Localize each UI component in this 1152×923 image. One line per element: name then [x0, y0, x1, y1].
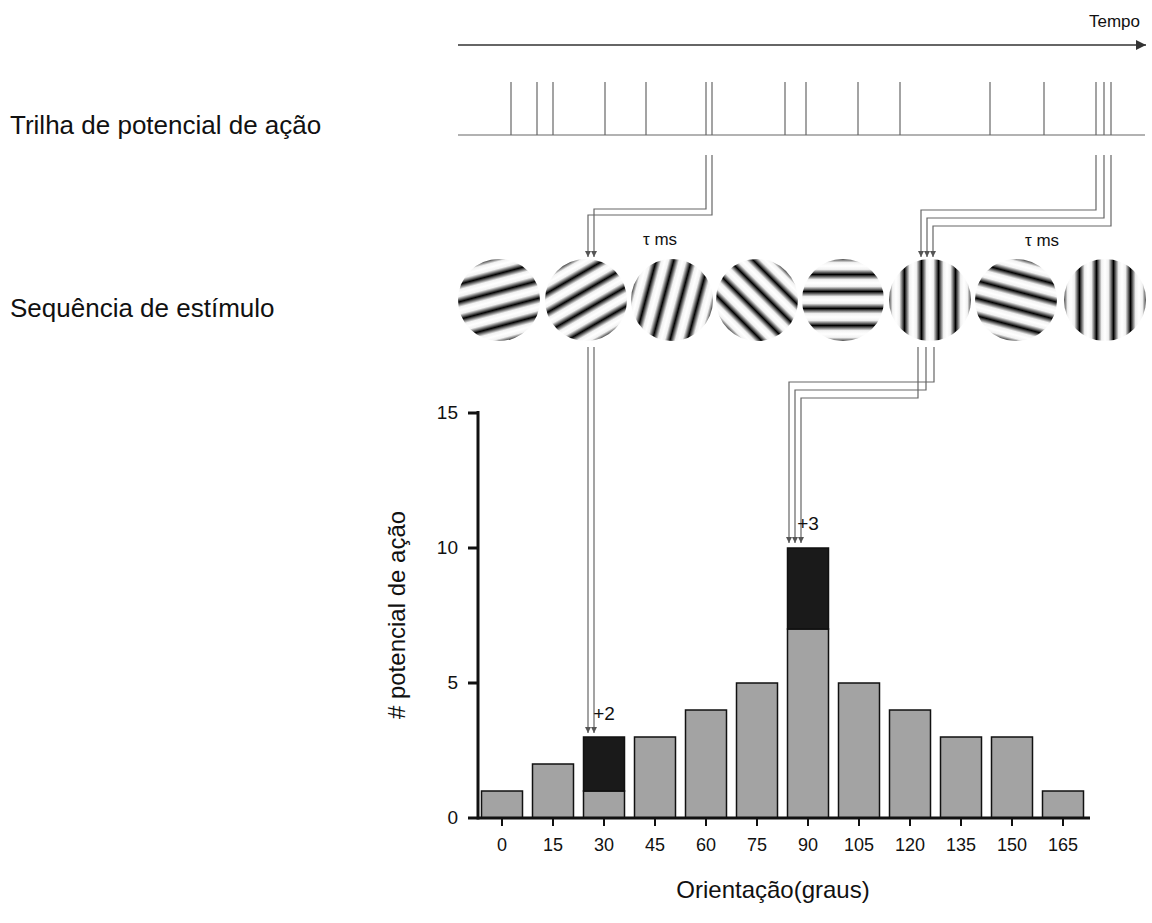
- row-label: Trilha de potencial de ação: [10, 111, 321, 140]
- added-count: +2: [593, 704, 615, 725]
- grating-stimulus: [716, 259, 798, 341]
- grating-stimulus: [545, 259, 627, 341]
- grating-stimulus: [631, 259, 713, 341]
- x-tick-label: 0: [497, 836, 507, 856]
- action-potential: [711, 82, 712, 135]
- action-potential: [604, 82, 605, 135]
- action-potential: [536, 82, 537, 135]
- grating-stimulus: [1064, 259, 1146, 341]
- time-arrow: [458, 44, 1146, 45]
- x-tick-label: 60: [696, 836, 716, 856]
- leader-line: [588, 155, 712, 257]
- leader-line: [927, 155, 1104, 257]
- action-potential: [510, 82, 511, 135]
- added-bar: [584, 737, 625, 791]
- leader-line: [795, 347, 926, 543]
- leader-line: [921, 155, 1096, 257]
- x-tick-label: 45: [645, 836, 665, 856]
- leader-line: [587, 347, 588, 733]
- action-potential: [552, 82, 553, 135]
- y-tick-label: 15: [437, 403, 458, 424]
- x-tick-label: 165: [1048, 836, 1078, 856]
- y-tick: [468, 412, 478, 415]
- leader-line: [593, 347, 594, 733]
- grating-stimulus: [975, 259, 1057, 341]
- y-tick-label: 0: [447, 808, 458, 829]
- histogram-bar: [839, 683, 880, 818]
- x-tick-label: 90: [798, 836, 818, 856]
- histogram-bar: [1043, 791, 1084, 818]
- x-tick-label: 120: [895, 836, 925, 856]
- axis-title: # potencial de ação: [384, 511, 410, 719]
- x-tick-label: 15: [543, 836, 563, 856]
- action-potential: [1110, 82, 1111, 135]
- action-potential: [899, 82, 900, 135]
- histogram-bar: [941, 737, 982, 818]
- y-tick-label: 10: [437, 538, 458, 559]
- y-tick: [468, 817, 478, 820]
- leader-line: [933, 155, 1111, 257]
- histogram-bar: [635, 737, 676, 818]
- action-potential: [857, 82, 858, 135]
- grating-stimulus: [458, 259, 540, 341]
- delay-label: τ ms: [1025, 232, 1059, 251]
- leader-line: [789, 347, 934, 543]
- action-potential: [805, 82, 806, 135]
- x-tick-label: 30: [594, 836, 614, 856]
- histogram-bar: [788, 629, 829, 818]
- action-potential: [784, 82, 785, 135]
- action-potential: [1043, 82, 1044, 135]
- x-axis: [478, 817, 1090, 820]
- x-tick-label: 135: [946, 836, 976, 856]
- histogram-bar: [890, 710, 931, 818]
- action-potential: [705, 82, 706, 135]
- axis-title: Orientação(graus): [676, 877, 869, 903]
- added-bar: [788, 548, 829, 629]
- grating-stimulus: [889, 259, 971, 341]
- x-tick-label: 105: [844, 836, 874, 856]
- time-label: Tempo: [1089, 13, 1140, 32]
- action-potential: [1095, 82, 1096, 135]
- histogram-bar: [992, 737, 1033, 818]
- action-potential: [989, 82, 990, 135]
- delay-label: τ ms: [643, 231, 677, 250]
- histogram-bar: [686, 710, 727, 818]
- y-tick: [468, 682, 478, 685]
- x-tick-label: 150: [997, 836, 1027, 856]
- spike-baseline: [458, 134, 1145, 135]
- grating-stimulus: [802, 259, 884, 341]
- action-potential: [645, 82, 646, 135]
- y-tick: [468, 547, 478, 550]
- row-label: Sequência de estímulo: [10, 294, 275, 323]
- histogram-bar: [482, 791, 523, 818]
- histogram-bar: [737, 683, 778, 818]
- x-tick-label: 75: [747, 836, 767, 856]
- y-tick-label: 5: [447, 673, 458, 694]
- leader-line: [594, 155, 706, 257]
- histogram-bar: [533, 764, 574, 818]
- y-axis: [477, 411, 480, 820]
- histogram-bar: [584, 791, 625, 818]
- action-potential: [1103, 82, 1104, 135]
- added-count: +3: [797, 514, 819, 535]
